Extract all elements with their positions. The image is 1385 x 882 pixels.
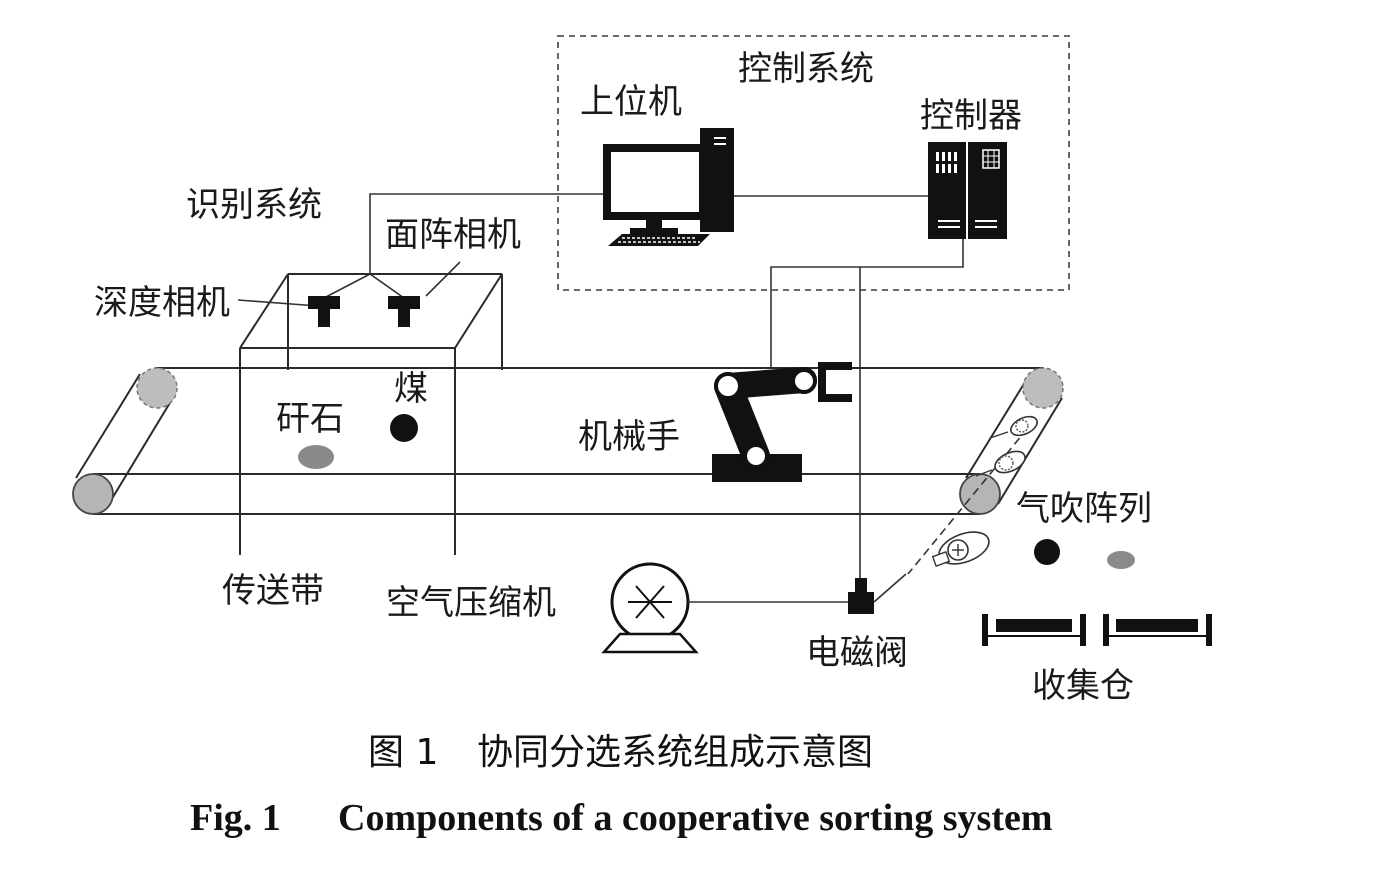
control-system-label: 控制系统 — [738, 49, 874, 89]
valve-air-jet-pipe — [873, 573, 907, 603]
caption-en-title: Components of a cooperative sorting syst… — [338, 797, 1053, 839]
caption-cn-number: 图 1 — [368, 732, 438, 773]
air-compressor-icon — [601, 562, 699, 654]
area-camera-label: 面阵相机 — [385, 215, 521, 255]
air-compressor-label: 空气压缩机 — [386, 583, 556, 623]
area-camera-icon — [388, 296, 420, 327]
recognition-system-label: 识别系统 — [186, 185, 322, 225]
collection-bin-right — [1103, 614, 1212, 646]
air-jet-array-label: 气吹阵列 — [1016, 489, 1152, 529]
host-computer-label: 上位机 — [580, 82, 682, 122]
air-jet-array-icon — [907, 415, 1038, 575]
robot-arm-icon — [712, 362, 852, 482]
depth-camera-icon — [308, 296, 340, 327]
sorted-coal — [1034, 539, 1060, 565]
collection-bin-label: 收集仓 — [1032, 666, 1134, 706]
caption-en-number: Fig. 1 — [190, 797, 281, 839]
control-system-box — [557, 35, 1070, 291]
coal-piece — [390, 414, 418, 442]
caption-cn-title: 协同分选系统组成示意图 — [477, 732, 873, 773]
collection-bin-left — [982, 614, 1086, 646]
camera-housing — [239, 273, 503, 555]
camera-host-wire — [369, 193, 603, 274]
coal-label: 煤 — [394, 369, 428, 409]
solenoid-valve-label: 电磁阀 — [806, 633, 908, 673]
roller-back-right — [1022, 367, 1064, 409]
conveyor-belt — [75, 367, 1063, 515]
robot-arm-label: 机械手 — [578, 417, 680, 457]
gangue-label: 矸石 — [276, 399, 344, 439]
roller-back-left — [136, 367, 178, 409]
area-camera-leader — [425, 261, 461, 297]
conveyor-belt-label: 传送带 — [222, 571, 324, 611]
controller-icon — [928, 142, 1007, 239]
roller-front-right — [959, 473, 1001, 515]
camera-wire-right — [369, 273, 405, 299]
roller-front-left — [72, 473, 114, 515]
host-computer-icon — [603, 128, 734, 246]
controller-label: 控制器 — [920, 96, 1022, 136]
camera-wire-left — [323, 273, 371, 299]
depth-camera-leader — [237, 299, 319, 307]
solenoid-valve-icon — [848, 578, 874, 614]
gangue-piece — [298, 445, 334, 469]
controller-robot-wire — [770, 239, 964, 368]
sorted-gangue — [1107, 551, 1135, 569]
depth-camera-label: 深度相机 — [94, 283, 230, 323]
